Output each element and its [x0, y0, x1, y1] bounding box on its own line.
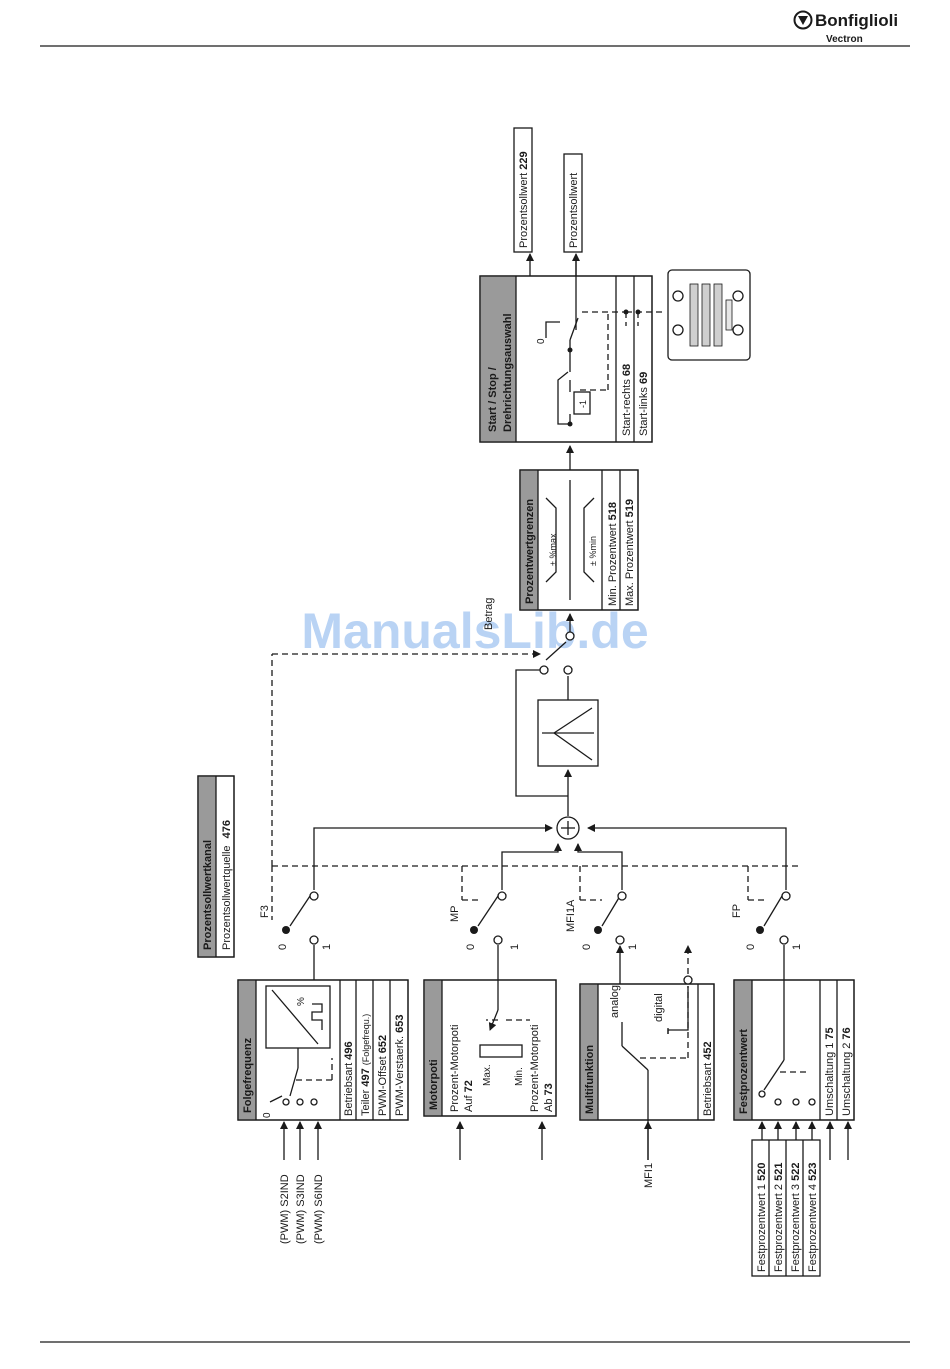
label-digital: digital: [653, 993, 665, 1022]
folgefrequenz-params: Betriebsart 496 Teiler 497 (Folgefrequ.)…: [343, 1014, 406, 1116]
switch-mfi1a-zero: 0: [581, 944, 593, 950]
startstop-block: Start / Stop / Drehrichtungsauswahl -1 0…: [479, 260, 653, 443]
param-umschaltung-1: Umschaltung 1 75: [824, 1027, 836, 1116]
negate-label: -1: [578, 400, 588, 408]
percent-label: %: [296, 997, 307, 1006]
motorpoti-ab-sub: Ab: [543, 1099, 555, 1112]
switch-fp-zero: 0: [745, 944, 757, 950]
param-pwm-offset: PWM-Offset 652: [377, 1035, 389, 1116]
svg-text:Prozentsollwert: Prozentsollwert: [568, 173, 580, 248]
multifunktion-block: Multifunktion analog digital Betriebsart…: [579, 945, 715, 1188]
switch-mp-zero: 0: [465, 944, 477, 950]
multifunktion-param-label: Betriebsart: [702, 1063, 714, 1116]
startstop-title-2: Drehrichtungsauswahl: [502, 313, 514, 432]
input-fp4: Festprozentwert 4 523: [807, 1163, 819, 1272]
poti-bar: [479, 1044, 523, 1058]
poti-max: Max.: [482, 1064, 493, 1086]
switch-fp-one: 1: [791, 944, 803, 950]
channel-box: Prozentsollwertkanal Prozentsollwertquel…: [197, 775, 235, 958]
switch-mp-one: 1: [509, 944, 521, 950]
input-s6ind: (PWM) S6IND: [313, 1174, 325, 1244]
motorpoti-block: Motorpoti Prozent-Motorpoti Auf 72 Proze…: [423, 979, 557, 1160]
grenzen-block: Prozentwertgrenzen ± %max ± %min Min. Pr…: [519, 469, 639, 611]
control-unit-keypad: [667, 269, 751, 361]
param-pwm-verstaerk: PWM-Verstaerk. 653: [394, 1015, 406, 1117]
folgefrequenz-title: Folgefrequenz: [242, 1037, 254, 1113]
channel-param-num: 476: [221, 820, 233, 838]
motorpoti-ab-label: Prozent-Motorpoti: [529, 1025, 541, 1112]
startstop-zero: 0: [536, 338, 547, 344]
selector-zero: 0: [262, 1112, 273, 1118]
output-prozentsollwert-229: Prozentsollwert 229: [513, 127, 533, 253]
brand-logo: Bonfiglioli Vectron: [793, 10, 898, 45]
startstop-title-1: Start / Stop /: [487, 367, 499, 432]
input-fp2: Festprozentwert 2 521: [773, 1163, 785, 1272]
svg-text:Auf 72: Auf 72: [463, 1080, 475, 1112]
negate-box: [573, 391, 591, 415]
label-analog: analog: [609, 985, 621, 1018]
grenzen-title: Prozentwertgrenzen: [524, 499, 536, 604]
switch-f3-zero: 0: [277, 944, 289, 950]
festprozentwert-title: Festprozentwert: [738, 1029, 750, 1114]
betrag-label: Betrag: [483, 598, 495, 630]
summing-junction: [556, 816, 580, 840]
switch-fp-label: FP: [731, 904, 743, 918]
folgefrequenz-block: Folgefrequenz % 0 Betriebsart 496 Teiler…: [237, 979, 409, 1244]
input-mfi1: MFI1: [643, 1163, 655, 1188]
motorpoti-auf-label: Prozent-Motorpoti: [449, 1025, 461, 1112]
poti-min: Min.: [514, 1067, 525, 1086]
pwm-graph: [265, 985, 331, 1049]
param-umschaltung-2: Umschaltung 2 76: [841, 1027, 853, 1116]
watermark: ManualsLib.de: [301, 603, 648, 659]
output-prozentsollwert: Prozentsollwert: [563, 153, 583, 253]
multifunktion-param-num: 452: [702, 1041, 714, 1059]
sym-min: ± %min: [588, 536, 598, 566]
param-min-prozentwert: Min. Prozentwert 518: [607, 502, 619, 606]
brand-sub: Vectron: [826, 34, 863, 45]
motorpoti-auf-sub: Auf: [463, 1095, 475, 1112]
motorpoti-ab-num: 73: [543, 1083, 555, 1095]
motorpoti-auf-num: 72: [463, 1080, 475, 1092]
motorpoti-title: Motorpoti: [428, 1059, 440, 1110]
festprozentwert-inputs: Festprozentwert 1 520 Festprozentwert 2 …: [751, 1139, 821, 1277]
input-s2ind: (PWM) S2IND: [279, 1174, 291, 1244]
switch-betrag: Betrag: [483, 598, 575, 675]
channel-title: Prozentsollwertkanal: [202, 840, 214, 950]
param-max-prozentwert: Max. Prozentwert 519: [624, 499, 636, 606]
param-teiler: Teiler 497 (Folgefrequ.): [360, 1014, 372, 1116]
param-start-rechts: Start-rechts 68: [621, 364, 633, 436]
multifunktion-title: Multifunktion: [584, 1045, 596, 1114]
input-fp1: Festprozentwert 1 520: [756, 1163, 768, 1272]
param-betriebsart: Betriebsart 496: [343, 1041, 355, 1116]
input-fp3: Festprozentwert 3 522: [790, 1163, 802, 1272]
sym-max: ± %max: [548, 533, 558, 566]
switch-mp: 0 1 MP: [449, 891, 521, 980]
abs-block: [537, 699, 599, 767]
input-s3ind: (PWM) S3IND: [295, 1174, 307, 1244]
brand-name: Bonfiglioli: [815, 11, 898, 30]
svg-text:Ab 73: Ab 73: [543, 1083, 555, 1112]
festprozentwert-block: Festprozentwert Umschaltung 1 75 Umschal…: [733, 979, 855, 1277]
switch-f3-label: F3: [259, 905, 271, 918]
svg-text:Prozentsollwert 229: Prozentsollwert 229: [518, 151, 530, 248]
switch-mp-label: MP: [449, 906, 461, 923]
switch-f3: 0 1 F3: [259, 891, 333, 980]
switch-mfi1a: 0 1 MFI1A: [565, 891, 639, 950]
channel-param-label: Prozentsollwertquelle: [221, 845, 233, 950]
switch-fp: 0 1 FP: [731, 891, 803, 980]
svg-text:Betriebsart 452: Betriebsart 452: [702, 1041, 714, 1116]
param-start-links: Start-links 69: [638, 372, 650, 436]
svg-text:Prozentsollwertquelle 47: Prozentsollwertquelle 476: [221, 820, 233, 950]
switch-mfi1a-one: 1: [627, 944, 639, 950]
switch-f3-one: 1: [321, 944, 333, 950]
switch-mfi1a-label: MFI1A: [565, 899, 577, 932]
